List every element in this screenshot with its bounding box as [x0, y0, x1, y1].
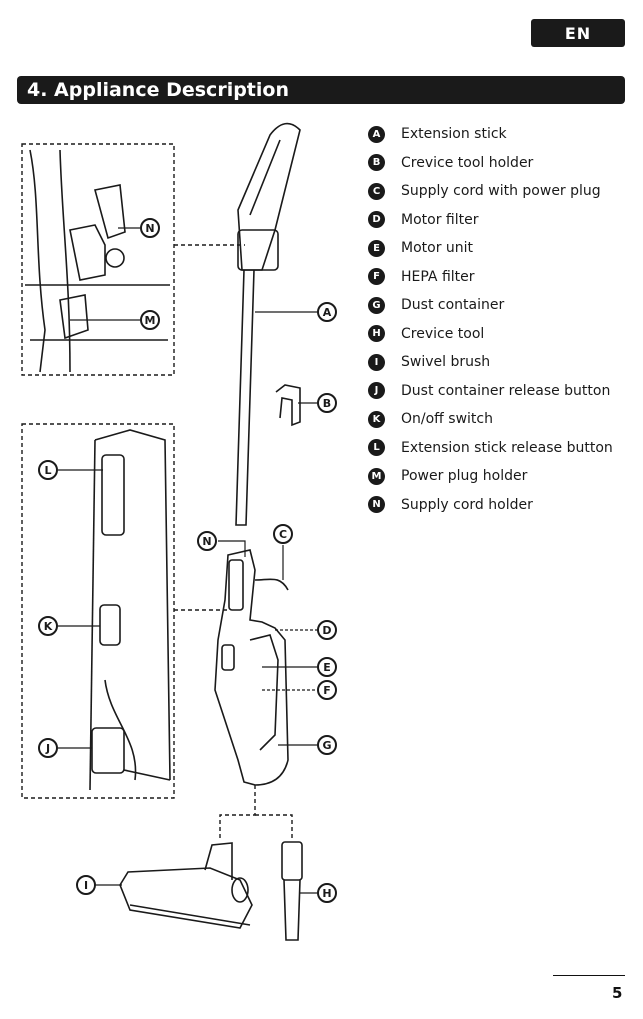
legend-label: Extension stick release button	[401, 439, 613, 456]
callout-N-top: N	[140, 218, 160, 238]
callout-A: A	[317, 302, 337, 322]
legend-item-j: J Dust container release button	[368, 377, 628, 406]
legend-item-i: I Swivel brush	[368, 348, 628, 377]
legend-letter: H	[368, 325, 385, 343]
legend-label: Supply cord holder	[401, 496, 533, 513]
legend-letter: C	[368, 182, 385, 200]
legend-item-f: F HEPA filter	[368, 263, 628, 292]
legend-letter: B	[368, 154, 385, 172]
legend-item-k: K On/off switch	[368, 405, 628, 434]
language-tab: EN	[531, 19, 625, 47]
legend-label: Motor unit	[401, 240, 474, 257]
svg-text:E: E	[323, 661, 331, 674]
detail-box-bottom	[21, 423, 175, 799]
svg-text:H: H	[322, 887, 331, 900]
legend-letter: M	[368, 467, 385, 485]
legend-label: On/off switch	[401, 411, 493, 428]
legend-label: Crevice tool holder	[401, 154, 534, 171]
legend-letter: N	[368, 496, 385, 514]
legend-letter: A	[368, 125, 385, 143]
legend-item-d: D Motor filter	[368, 206, 628, 235]
callout-D: D	[317, 620, 337, 640]
svg-text:N: N	[145, 222, 154, 235]
callout-E: E	[317, 657, 337, 677]
crevice-tool-illustration	[281, 841, 303, 941]
svg-text:D: D	[322, 624, 331, 637]
legend-item-n: N Supply cord holder	[368, 491, 628, 520]
svg-text:K: K	[44, 620, 53, 633]
svg-text:M: M	[145, 314, 156, 327]
section-title: 4. Appliance Description	[17, 76, 625, 104]
svg-text:A: A	[323, 306, 332, 319]
callout-G: G	[317, 735, 337, 755]
legend-item-m: M Power plug holder	[368, 462, 628, 491]
legend-letter: G	[368, 296, 385, 314]
callout-J: J	[38, 738, 58, 758]
handheld-unit-illustration	[214, 549, 289, 786]
legend-item-h: H Crevice tool	[368, 320, 628, 349]
legend-item-l: L Extension stick release button	[368, 434, 628, 463]
svg-text:F: F	[323, 684, 331, 697]
callout-I: I	[76, 875, 96, 895]
svg-text:J: J	[45, 742, 50, 755]
legend-label: Dust container release button	[401, 382, 611, 399]
legend-letter: E	[368, 239, 385, 257]
svg-text:L: L	[44, 464, 51, 477]
callout-K: K	[38, 616, 58, 636]
callout-M: M	[140, 310, 160, 330]
legend-label: Power plug holder	[401, 468, 528, 485]
callout-L: L	[38, 460, 58, 480]
svg-text:N: N	[202, 535, 211, 548]
detail-bottom-illustration	[89, 429, 171, 791]
callout-C: C	[273, 524, 293, 544]
extension-stick-illustration	[235, 122, 301, 526]
legend-letter: K	[368, 410, 385, 428]
legend-item-e: E Motor unit	[368, 234, 628, 263]
svg-text:C: C	[279, 528, 287, 541]
callout-B: B	[317, 393, 337, 413]
legend-label: Crevice tool	[401, 325, 485, 342]
callout-N: N	[197, 531, 217, 551]
svg-text:B: B	[323, 397, 331, 410]
swivel-brush-illustration	[119, 842, 253, 929]
legend-label: HEPA filter	[401, 268, 475, 285]
legend-item-b: B Crevice tool holder	[368, 149, 628, 178]
legend-letter: F	[368, 268, 385, 286]
svg-text:I: I	[84, 879, 88, 892]
legend-item-g: G Dust container	[368, 291, 628, 320]
legend-letter: I	[368, 353, 385, 371]
callout-H: H	[317, 883, 337, 903]
legend-label: Supply cord with power plug	[401, 183, 601, 200]
legend-letter: J	[368, 382, 385, 400]
legend-label: Motor filter	[401, 211, 479, 228]
detail-box-top	[21, 143, 175, 376]
legend-item-c: C Supply cord with power plug	[368, 177, 628, 206]
callout-F: F	[317, 680, 337, 700]
legend-letter: D	[368, 211, 385, 229]
legend-label: Dust container	[401, 297, 505, 314]
detail-top-illustration	[25, 149, 170, 373]
svg-text:G: G	[322, 739, 331, 752]
legend-letter: L	[368, 439, 385, 457]
legend-item-a: A Extension stick	[368, 120, 628, 149]
footer-divider	[553, 975, 625, 976]
page-number: 5	[612, 984, 623, 1002]
legend-label: Swivel brush	[401, 354, 491, 371]
legend-label: Extension stick	[401, 126, 507, 143]
